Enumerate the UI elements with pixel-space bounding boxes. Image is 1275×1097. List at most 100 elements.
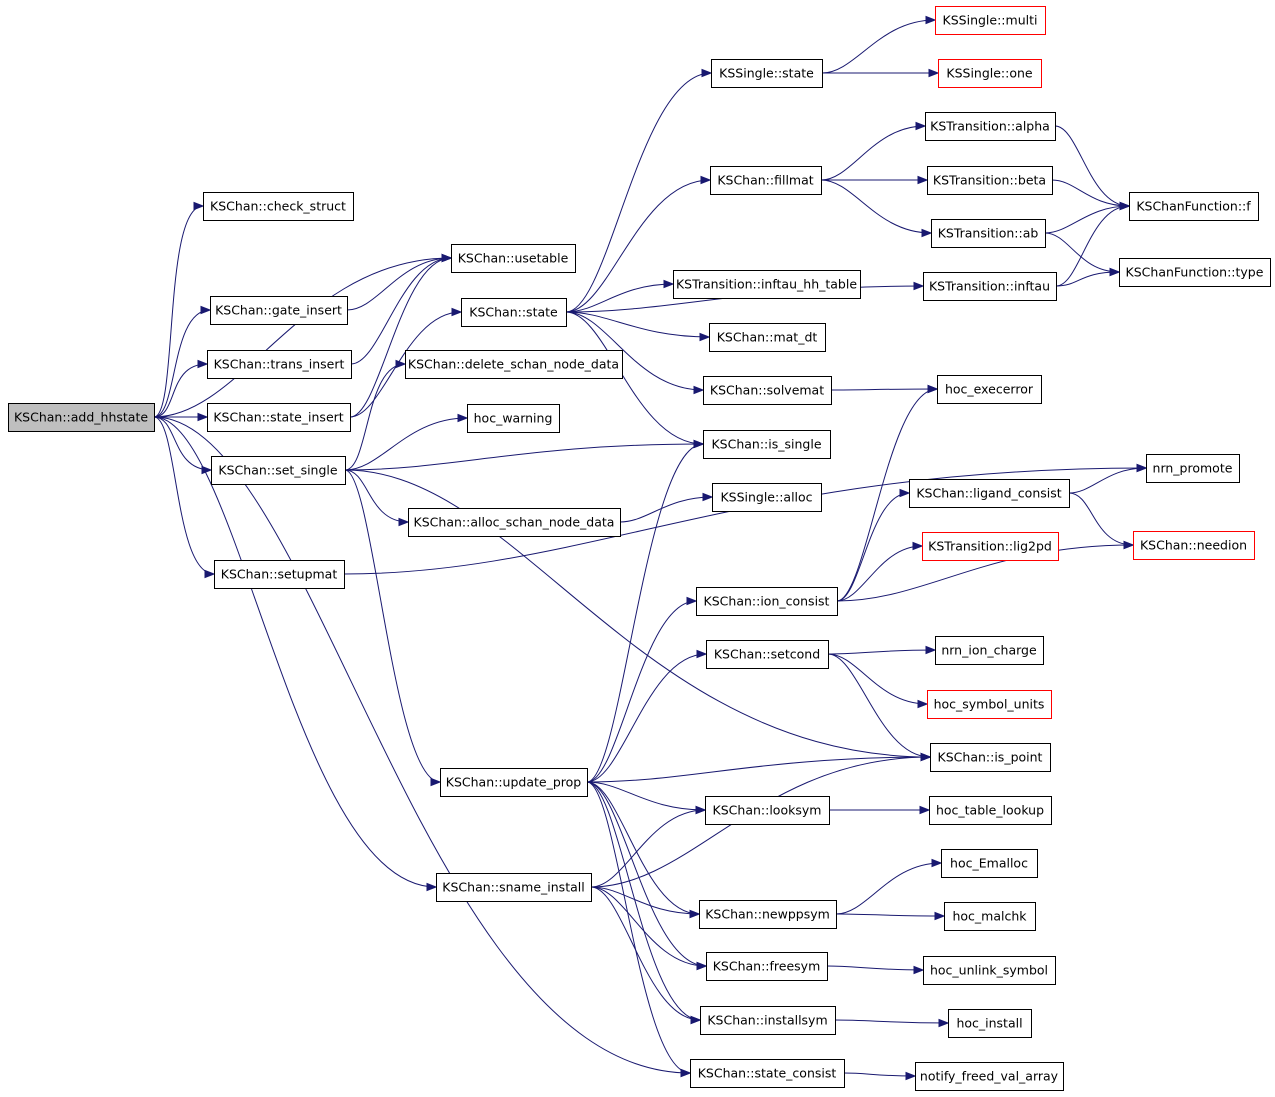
node-box[interactable] [1146, 454, 1240, 483]
node-box[interactable] [937, 375, 1042, 404]
node-hoc_symbol_units[interactable]: hoc_symbol_units [927, 690, 1052, 719]
node-box[interactable] [405, 350, 623, 379]
node-single_state[interactable]: KSSingle::state [711, 59, 823, 88]
node-nrn_ion_charge[interactable]: nrn_ion_charge [935, 636, 1044, 665]
node-usetable[interactable]: KSChan::usetable [451, 244, 576, 273]
node-box[interactable] [705, 796, 830, 825]
node-box[interactable] [944, 902, 1036, 931]
node-box[interactable] [711, 59, 823, 88]
node-box[interactable] [214, 560, 345, 589]
node-hoc_table_lookup[interactable]: hoc_table_lookup [929, 796, 1052, 825]
node-box[interactable] [909, 479, 1070, 508]
node-hoc_warning[interactable]: hoc_warning [467, 404, 560, 433]
node-chan_state[interactable]: KSChan::state [461, 298, 567, 327]
node-box[interactable] [938, 59, 1042, 88]
node-setupmat[interactable]: KSChan::setupmat [214, 560, 345, 589]
node-cf_type[interactable]: KSChanFunction::type [1119, 258, 1271, 287]
node-hoc_install[interactable]: hoc_install [948, 1009, 1032, 1038]
node-box[interactable] [930, 743, 1051, 772]
node-single_one[interactable]: KSSingle::one [938, 59, 1042, 88]
node-alloc_schan[interactable]: KSChan::alloc_schan_node_data [408, 508, 621, 537]
node-state_consist[interactable]: KSChan::state_consist [690, 1059, 845, 1088]
node-newppsym[interactable]: KSChan::newppsym [699, 900, 837, 929]
node-box[interactable] [1129, 192, 1259, 221]
node-set_single[interactable]: KSChan::set_single [211, 456, 346, 485]
node-gate_insert[interactable]: KSChan::gate_insert [210, 296, 348, 325]
node-box[interactable] [696, 587, 838, 616]
node-box[interactable] [915, 1062, 1064, 1091]
node-single_multi[interactable]: KSSingle::multi [935, 6, 1046, 35]
node-box[interactable] [710, 166, 822, 195]
node-box[interactable] [8, 403, 155, 432]
node-is_single[interactable]: KSChan::is_single [703, 430, 831, 459]
node-box[interactable] [207, 350, 352, 379]
node-box[interactable] [703, 430, 831, 459]
node-trans_inftau[interactable]: KSTransition::inftau [923, 272, 1057, 301]
node-solvemat[interactable]: KSChan::solvemat [703, 376, 832, 405]
node-box[interactable] [929, 796, 1052, 825]
node-is_point[interactable]: KSChan::is_point [930, 743, 1051, 772]
node-box[interactable] [923, 272, 1057, 301]
node-box[interactable] [673, 270, 861, 299]
node-hoc_execerror[interactable]: hoc_execerror [937, 375, 1042, 404]
node-box[interactable] [461, 298, 567, 327]
node-single_alloc[interactable]: KSSingle::alloc [712, 483, 822, 512]
node-box[interactable] [700, 1006, 836, 1035]
node-box[interactable] [927, 166, 1053, 195]
node-box[interactable] [923, 956, 1056, 985]
node-box[interactable] [211, 456, 346, 485]
node-trans_alpha[interactable]: KSTransition::alpha [925, 112, 1056, 141]
node-lig2pd[interactable]: KSTransition::lig2pd [922, 532, 1059, 561]
node-hoc_malchk[interactable]: hoc_malchk [944, 902, 1036, 931]
node-box[interactable] [712, 483, 822, 512]
node-add_hhstate[interactable]: KSChan::add_hhstate [8, 403, 155, 432]
node-fillmat[interactable]: KSChan::fillmat [710, 166, 822, 195]
node-box[interactable] [440, 768, 588, 797]
node-mat_dt[interactable]: KSChan::mat_dt [709, 323, 826, 352]
node-box[interactable] [436, 873, 592, 902]
node-box[interactable] [948, 1009, 1032, 1038]
node-box[interactable] [927, 690, 1052, 719]
node-freesym[interactable]: KSChan::freesym [706, 952, 828, 981]
node-box[interactable] [210, 296, 348, 325]
node-check_struct[interactable]: KSChan::check_struct [203, 192, 354, 221]
node-box[interactable] [699, 900, 837, 929]
node-box[interactable] [935, 636, 1044, 665]
node-update_prop[interactable]: KSChan::update_prop [440, 768, 588, 797]
node-box[interactable] [935, 6, 1046, 35]
node-box[interactable] [207, 403, 351, 432]
node-hoc_unlink_symbol[interactable]: hoc_unlink_symbol [923, 956, 1056, 985]
node-trans_beta[interactable]: KSTransition::beta [927, 166, 1053, 195]
node-trans_ab[interactable]: KSTransition::ab [931, 219, 1046, 248]
node-needion[interactable]: KSChan::needion [1133, 531, 1255, 560]
node-hoc_Emalloc[interactable]: hoc_Emalloc [941, 849, 1038, 878]
node-setcond[interactable]: KSChan::setcond [706, 640, 829, 669]
node-box[interactable] [467, 404, 560, 433]
node-box[interactable] [690, 1059, 845, 1088]
node-ligand_consist[interactable]: KSChan::ligand_consist [909, 479, 1070, 508]
node-box[interactable] [706, 952, 828, 981]
node-box[interactable] [1119, 258, 1271, 287]
node-looksym[interactable]: KSChan::looksym [705, 796, 830, 825]
node-cf_f[interactable]: KSChanFunction::f [1129, 192, 1259, 221]
node-box[interactable] [408, 508, 621, 537]
node-box[interactable] [941, 849, 1038, 878]
node-installsym[interactable]: KSChan::installsym [700, 1006, 836, 1035]
node-box[interactable] [703, 376, 832, 405]
node-box[interactable] [922, 532, 1059, 561]
node-box[interactable] [931, 219, 1046, 248]
node-box[interactable] [203, 192, 354, 221]
node-sname_install[interactable]: KSChan::sname_install [436, 873, 592, 902]
node-nrn_promote[interactable]: nrn_promote [1146, 454, 1240, 483]
node-box[interactable] [1133, 531, 1255, 560]
node-inftau_hh[interactable]: KSTransition::inftau_hh_table [673, 270, 861, 299]
node-box[interactable] [706, 640, 829, 669]
node-ion_consist[interactable]: KSChan::ion_consist [696, 587, 838, 616]
node-state_insert[interactable]: KSChan::state_insert [207, 403, 351, 432]
node-delete_schan[interactable]: KSChan::delete_schan_node_data [405, 350, 623, 379]
node-box[interactable] [925, 112, 1056, 141]
node-box[interactable] [709, 323, 826, 352]
node-trans_insert[interactable]: KSChan::trans_insert [207, 350, 352, 379]
node-notify_freed[interactable]: notify_freed_val_array [915, 1062, 1064, 1091]
node-box[interactable] [451, 244, 576, 273]
